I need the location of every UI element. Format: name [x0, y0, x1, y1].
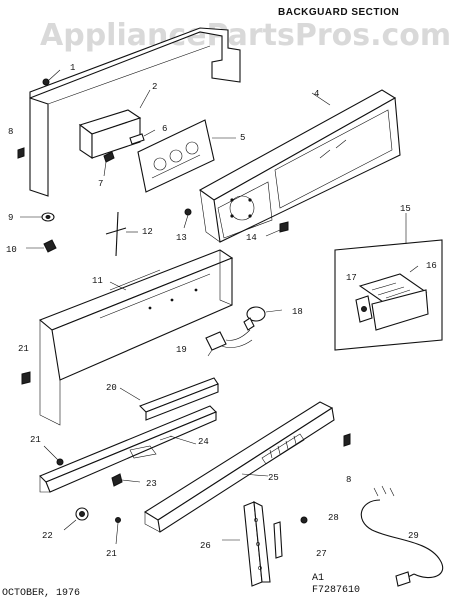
label-23: 23: [146, 479, 157, 489]
part-27-strip: [273, 521, 283, 559]
part-7-clip: [103, 151, 115, 177]
part-23-clip: [111, 473, 141, 487]
label-26: 26: [200, 541, 211, 551]
label-1: 1: [70, 63, 75, 73]
part-8-screw-top: [17, 147, 25, 159]
part-13-screw: [183, 208, 192, 229]
footer-code-2: F7287610: [312, 585, 360, 596]
part-29-wire-harness: [360, 485, 443, 587]
part-21-screw-lower: [115, 517, 121, 545]
label-21-lower: 21: [106, 549, 117, 559]
part-5-control-plate: [137, 119, 215, 193]
label-2: 2: [152, 82, 157, 92]
part-21-screw-upper: [21, 371, 31, 385]
part-11-backguard-body: [38, 249, 234, 426]
part-18-bulb: [243, 306, 283, 331]
label-27: 27: [316, 549, 327, 559]
part-9-grommet: [20, 212, 55, 222]
label-10: 10: [6, 245, 17, 255]
label-7: 7: [98, 179, 103, 189]
part-20-bar: [119, 377, 219, 421]
label-14: 14: [246, 233, 257, 243]
part-12-rod: [105, 211, 138, 257]
part-10-connector: [26, 239, 57, 253]
part-22-fitting: [63, 507, 89, 531]
footer-date: OCTOBER, 1976: [2, 588, 80, 599]
label-19: 19: [176, 345, 187, 355]
label-9: 9: [8, 213, 13, 223]
part-1-screw: [42, 69, 61, 86]
label-22: 22: [42, 531, 53, 541]
part-19-socket: [205, 329, 253, 357]
label-29: 29: [408, 531, 419, 541]
part-25-trim-bar: [143, 401, 335, 533]
label-11: 11: [92, 276, 103, 286]
label-8-top: 8: [8, 127, 13, 137]
label-24: 24: [198, 437, 209, 447]
part-14-screw: [265, 221, 289, 237]
watermark: AppliancePartsPros.com: [40, 18, 451, 53]
part-4-panel: [198, 89, 401, 243]
label-17: 17: [346, 273, 357, 283]
label-8-right: 8: [346, 475, 351, 485]
part-15-callout-box: [334, 213, 443, 351]
part-21-screw-middle: [43, 445, 64, 466]
label-6: 6: [162, 124, 167, 134]
part-17-switch: [355, 295, 373, 323]
part-16-switch-plate: [358, 265, 429, 331]
part-8-screw-right: [343, 433, 351, 447]
label-20: 20: [106, 383, 117, 393]
label-12: 12: [142, 227, 153, 237]
label-16: 16: [426, 261, 437, 271]
section-title: BACKGUARD SECTION: [278, 7, 399, 18]
label-21-upper: 21: [18, 344, 29, 354]
label-18: 18: [292, 307, 303, 317]
part-24-lower-panel: [39, 405, 217, 493]
label-15: 15: [400, 204, 411, 214]
label-5: 5: [240, 133, 245, 143]
part-1-backguard-frame: [29, 27, 241, 197]
label-4: 4: [314, 89, 319, 99]
part-28-screw: [300, 516, 308, 524]
part-26-bracket: [222, 501, 271, 587]
label-25: 25: [268, 473, 279, 483]
label-21-middle: 21: [30, 435, 41, 445]
label-28: 28: [328, 513, 339, 523]
part-2-bracket: [78, 109, 142, 160]
part-6-screw: [129, 129, 156, 145]
label-13: 13: [176, 233, 187, 243]
footer-code-1: A1: [312, 573, 324, 584]
